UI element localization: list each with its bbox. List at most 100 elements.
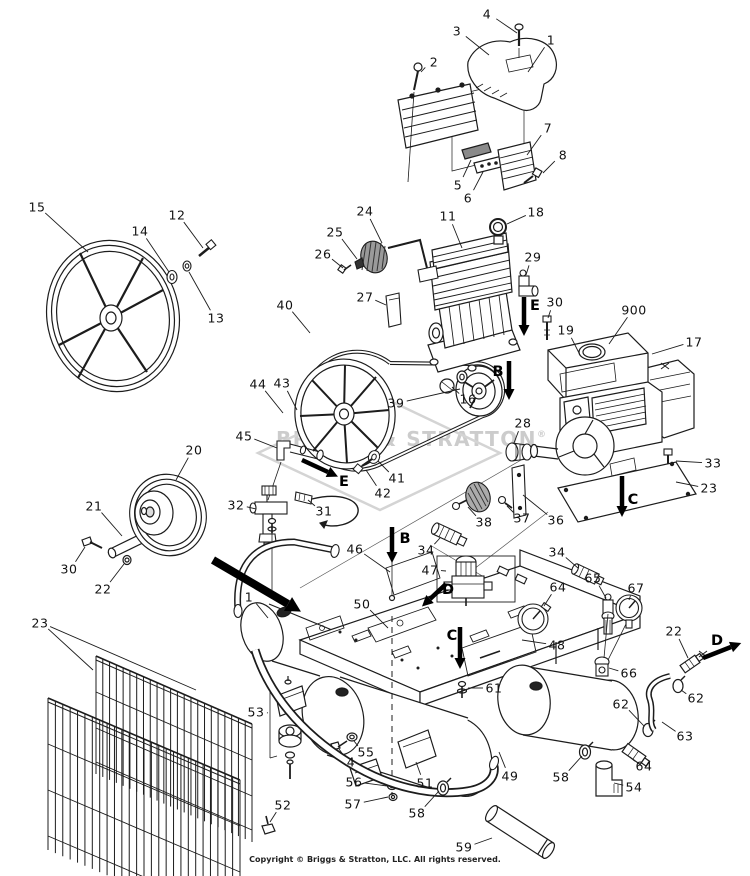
leader-line (506, 505, 514, 513)
leader-line (353, 740, 359, 747)
leader-line (628, 709, 645, 727)
direction-arrow-head (325, 467, 338, 477)
leader-line (434, 537, 441, 545)
part-label-7: 7 (543, 120, 553, 136)
direction-letter-B: B (492, 364, 504, 380)
leader-line (338, 748, 344, 756)
part-label-41: 41 (388, 470, 406, 486)
part-label-55: 55 (357, 744, 375, 760)
leader-line (628, 595, 631, 601)
wheel (81, 473, 207, 566)
flywheel (45, 239, 181, 393)
direction-letter-C: C (446, 628, 458, 644)
part-label-4: 4 (482, 6, 492, 22)
leader-line (424, 790, 440, 807)
part-label-15: 15 (28, 199, 46, 215)
leader-line (473, 171, 484, 191)
part-label-17: 17 (685, 334, 703, 350)
leader-line (269, 811, 277, 823)
part-label-45: 45 (235, 428, 253, 444)
part-label-57: 57 (344, 796, 362, 812)
part-label-53: 53 (247, 704, 265, 720)
part-label-34: 34 (417, 542, 435, 558)
part-label-23: 23 (700, 480, 718, 496)
part-label-52: 52 (274, 797, 292, 813)
leader-line (474, 837, 493, 845)
direction-arrow-head (421, 594, 434, 607)
part-label-50: 50 (353, 596, 371, 612)
leader-line (498, 751, 506, 768)
cylinder-head-parts (397, 23, 557, 191)
leader-line (49, 626, 197, 691)
direction-letter-E: E (530, 298, 540, 314)
part-label-26: 26 (314, 246, 332, 262)
belt-guard-grille (47, 655, 253, 876)
leader-line (629, 756, 636, 762)
part-label-24: 24 (356, 203, 374, 219)
direction-arrow-shaft (702, 644, 732, 661)
leader-line (369, 609, 389, 629)
leader-line (341, 238, 358, 260)
leader-line (570, 337, 581, 356)
part-label-23: 23 (31, 615, 49, 631)
part-label-2: 2 (429, 54, 439, 70)
leader-line (406, 388, 461, 402)
leader-line (526, 134, 542, 156)
part-label-67: 67 (627, 580, 645, 596)
part-label-49: 49 (501, 768, 519, 784)
part-label-36: 36 (547, 512, 565, 528)
leader-line (75, 546, 86, 562)
part-label-27: 27 (356, 289, 374, 305)
registered-mark-icon: ® (537, 430, 547, 440)
direction-letter-E: E (339, 474, 349, 490)
part-label-19: 19 (557, 322, 575, 338)
engine (529, 332, 697, 523)
part-label-62: 62 (612, 696, 630, 712)
part-label-21: 21 (85, 498, 103, 514)
direction-arrow-head (454, 658, 466, 669)
part-label-29: 29 (524, 249, 542, 265)
part-label-31: 31 (315, 503, 333, 519)
part-label-42: 42 (374, 485, 392, 501)
leader-line (363, 553, 391, 573)
leader-line (521, 639, 547, 645)
regulator-group (430, 522, 643, 677)
part-label-11: 11 (439, 208, 457, 224)
pulley-hardware (352, 450, 381, 475)
leader-line (264, 390, 284, 414)
copyright-text: Copyright © Briggs & Stratton, LLC. All … (249, 855, 501, 864)
pump-hardware (337, 238, 674, 519)
leader-line (613, 782, 624, 786)
leader-line (365, 469, 377, 487)
part-label-39: 39 (387, 395, 405, 411)
part-label-58: 58 (552, 769, 570, 785)
leader-line (183, 221, 204, 249)
part-label-30: 30 (546, 294, 564, 310)
part-label-63: 63 (676, 728, 694, 744)
belt-wheel (294, 358, 396, 470)
part-label-4: 4 (346, 754, 356, 770)
part-label-62: 62 (687, 690, 705, 706)
leader-line (254, 438, 278, 449)
leader-line (101, 512, 123, 537)
direction-arrow-head (386, 552, 398, 563)
part-label-58: 58 (408, 805, 426, 821)
part-label-30: 30 (60, 561, 78, 577)
part-label-32: 32 (227, 497, 245, 513)
part-label-46: 46 (346, 541, 364, 557)
leader-line (465, 36, 490, 56)
flywheel-hardware (166, 238, 217, 285)
leader-line (651, 344, 684, 355)
leader-line (675, 460, 703, 463)
leader-line (331, 258, 344, 269)
leader-line (364, 782, 388, 787)
leader-line (175, 457, 189, 481)
part-label-47: 47 (421, 562, 439, 578)
part-label-65: 65 (584, 570, 602, 586)
direction-arrow-shaft (301, 457, 329, 475)
part-label-64: 64 (635, 758, 653, 774)
part-label-44: 44 (249, 376, 267, 392)
leader-line (369, 218, 383, 244)
